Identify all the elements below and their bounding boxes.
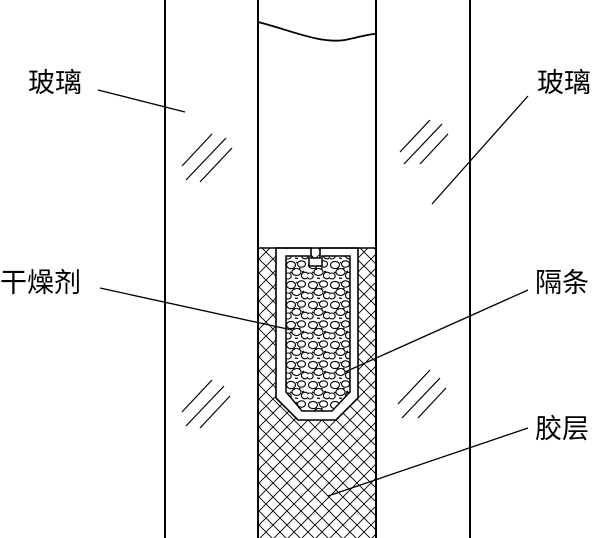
leader-spacer [344, 289, 529, 373]
label-glass-right: 玻璃 [537, 68, 591, 99]
glass-reflection-marks [181, 119, 449, 429]
left-glass-pane [164, 0, 259, 538]
label-sealant: 胶层 [535, 414, 589, 445]
label-spacer: 隔条 [535, 268, 589, 299]
right-glass-pane [375, 0, 471, 538]
leader-lines [97, 89, 529, 497]
label-desiccant: 干燥剂 [0, 268, 81, 299]
label-glass-left: 玻璃 [28, 68, 82, 99]
desiccant-fill [285, 255, 351, 412]
break-line [257, 21, 377, 42]
leader-glass-left [97, 89, 186, 113]
leader-glass-right [431, 95, 529, 205]
leader-desiccant [99, 287, 293, 331]
leader-sealant [327, 427, 529, 497]
